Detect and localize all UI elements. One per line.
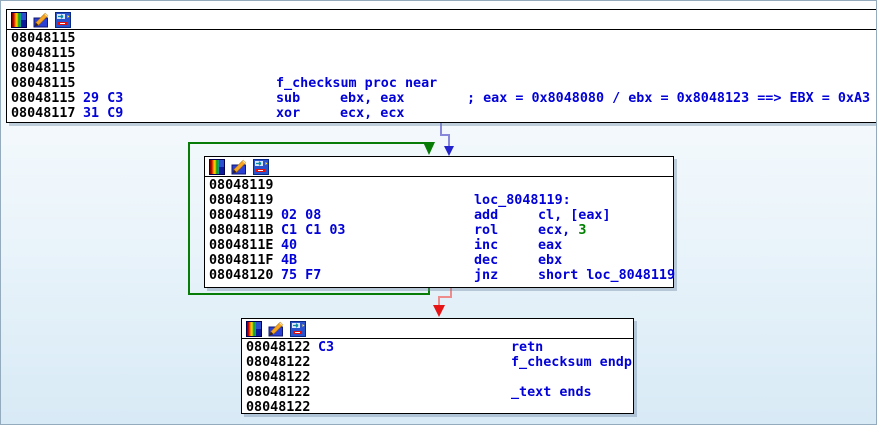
- operands: short loc_8048119: [538, 268, 676, 283]
- code-line[interactable]: 08048120 75 F7 jnz short loc_8048119: [205, 268, 676, 283]
- address: 08048119: [209, 208, 274, 223]
- code-line[interactable]: 08048119 02 08 add cl, [eax]: [205, 208, 673, 223]
- group-node-icon[interactable]: [290, 321, 306, 337]
- opcode-bytes: 4B: [281, 253, 298, 268]
- mnemonic: loc_8048119:: [474, 193, 571, 208]
- address: 08048115: [11, 46, 76, 61]
- comment: ; eax = 0x8048080 / ebx = 0x8048123 ==> …: [467, 91, 871, 106]
- operands: ecx, ecx: [340, 106, 405, 121]
- address: 08048122: [246, 340, 311, 355]
- address: 08048120: [209, 268, 274, 283]
- arrowhead-blue: [444, 146, 454, 156]
- edge-entry-to-loop-blue: [440, 123, 454, 156]
- code-line[interactable]: 08048122 _text ends: [242, 385, 633, 400]
- mnemonic: retn: [511, 340, 544, 355]
- code-line[interactable]: 08048122: [242, 400, 633, 415]
- mnemonic: f_checksum proc near: [276, 76, 438, 91]
- operands: eax: [538, 238, 563, 253]
- mnemonic: jnz: [474, 268, 499, 283]
- operands: cl, [eax]: [538, 208, 611, 223]
- address: 08048119: [209, 178, 274, 193]
- code-line[interactable]: 0804811E 40 inc eax: [205, 238, 673, 253]
- code-line[interactable]: 0804811F 4B dec ebx: [205, 253, 673, 268]
- mnemonic: _text ends: [511, 385, 592, 400]
- mnemonic: sub: [276, 91, 301, 106]
- node-color-icon[interactable]: [11, 12, 27, 28]
- mnemonic: xor: [276, 106, 301, 121]
- address: 08048122: [246, 370, 311, 385]
- operands: ecx, 3: [538, 223, 587, 238]
- node-title-bar[interactable]: [242, 319, 633, 339]
- address: 08048119: [209, 193, 274, 208]
- address: 08048115: [11, 76, 76, 91]
- operand-number: 3: [578, 223, 587, 238]
- address: 08048122: [246, 400, 311, 415]
- code-line[interactable]: 08048115: [7, 31, 876, 46]
- address: 08048122: [246, 355, 311, 370]
- address: 0804811F: [209, 253, 274, 268]
- opcode-bytes: C1 C1 03: [281, 223, 346, 238]
- node-color-icon[interactable]: [209, 159, 225, 175]
- operands: ebx, eax: [340, 91, 405, 106]
- mnemonic: rol: [474, 223, 499, 238]
- code-line[interactable]: 0804811B C1 C1 03 rol ecx, 3: [205, 223, 673, 238]
- node-title-bar[interactable]: [7, 10, 876, 30]
- mnemonic: f_checksum endp: [511, 355, 632, 370]
- opcode-bytes: 40: [281, 238, 298, 253]
- mnemonic: inc: [474, 238, 499, 253]
- code-line[interactable]: 08048115 29 C3 sub ebx, eax ; eax = 0x804808…: [7, 91, 876, 106]
- code-line[interactable]: 08048119: [205, 178, 673, 193]
- group-node-icon[interactable]: [253, 159, 269, 175]
- address: 08048115: [11, 31, 76, 46]
- code-line[interactable]: 08048122: [242, 370, 633, 385]
- mnemonic: add: [474, 208, 499, 223]
- group-node-icon[interactable]: [55, 12, 71, 28]
- address: 08048115: [11, 61, 76, 76]
- opcode-bytes: C3: [318, 340, 335, 355]
- arrowhead-red: [433, 305, 445, 317]
- operands: ebx: [538, 253, 563, 268]
- arrowhead-green: [423, 142, 435, 155]
- edit-icon[interactable]: [231, 159, 247, 175]
- code-line[interactable]: 08048115: [7, 61, 876, 76]
- address: 0804811B: [209, 223, 274, 238]
- code-line[interactable]: 08048119 loc_8048119:: [205, 193, 673, 208]
- address: 08048117: [11, 106, 76, 121]
- code-line[interactable]: 08048122 f_checksum endp: [242, 355, 633, 370]
- opcode-bytes: 02 08: [281, 208, 322, 223]
- node-title-bar[interactable]: [205, 157, 673, 177]
- code-line[interactable]: 08048122 C3 retn: [242, 340, 633, 355]
- edit-icon[interactable]: [268, 321, 284, 337]
- opcode-bytes: 31 C9: [83, 106, 124, 121]
- edit-icon[interactable]: [33, 12, 49, 28]
- address: 08048115: [11, 91, 76, 106]
- edge-fall-through-red: [433, 288, 452, 317]
- address: 08048122: [246, 385, 311, 400]
- code-line[interactable]: 08048117 31 C9 xor ecx, ecx: [7, 106, 876, 121]
- opcode-bytes: 75 F7: [281, 268, 322, 283]
- node-color-icon[interactable]: [246, 321, 262, 337]
- opcode-bytes: 29 C3: [83, 91, 124, 106]
- code-line[interactable]: 08048115: [7, 46, 876, 61]
- mnemonic: dec: [474, 253, 499, 268]
- address: 0804811E: [209, 238, 274, 253]
- code-line[interactable]: 08048115 f_checksum proc near: [7, 76, 876, 91]
